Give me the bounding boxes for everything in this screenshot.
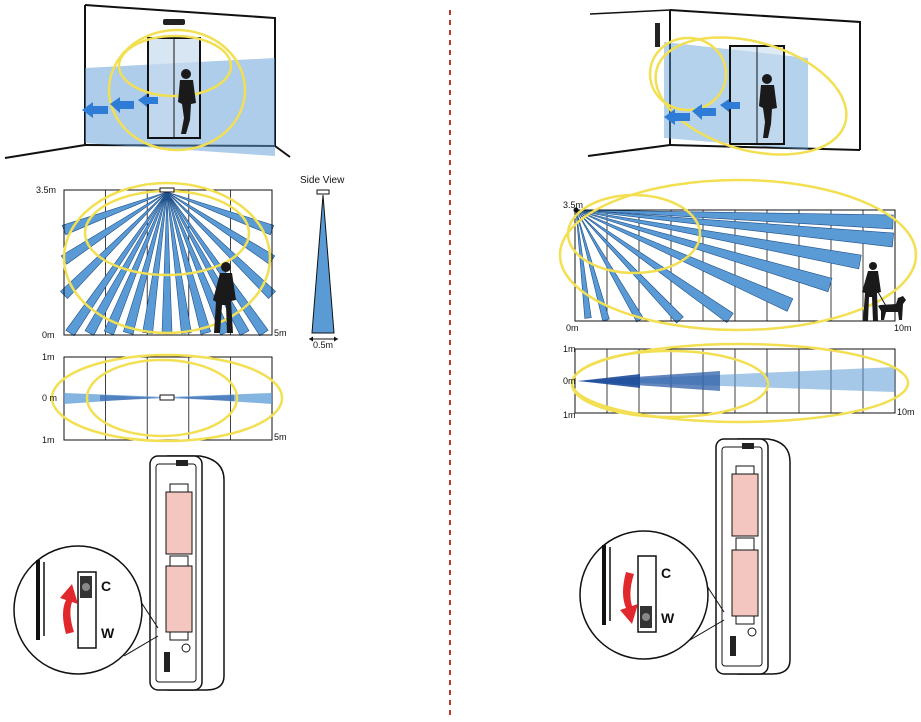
detection-beam [166,191,269,337]
right-top-label-mid: 0m [563,376,576,386]
detection-beam [575,209,734,324]
left-switch-letter-w: W [101,625,115,641]
left-detector-device-body [149,455,225,691]
detection-beam [575,209,862,270]
left-front-detector [159,187,175,193]
left-switch-letter-c: C [101,578,111,594]
left-side-view: Side View 0.5m [300,175,345,350]
right-top-beam-mid [578,371,720,391]
right-room-scene [587,9,861,157]
right-front-label-bottom: 0m [566,323,579,333]
right-switch-arrow-down [620,572,638,624]
right-front-label-right: 10m [894,323,912,333]
left-room-scene [4,4,291,159]
right-front-view: 3.5m 0m 10m [558,178,918,333]
detection-beam [575,209,644,323]
left-top-label-bottom: 1m [42,435,55,445]
left-front-label-top: 3.5m [36,185,56,195]
right-front-zone-inner [566,193,702,275]
left-front-label-right: 5m [274,328,287,338]
left-top-label-top: 1m [42,352,55,362]
detection-beam [65,191,168,337]
right-detector-device [655,23,660,47]
right-front-person [862,262,881,321]
side-view-beam [311,194,335,334]
left-front-label-bottom: 0m [42,330,55,340]
right-switch-letter-c: C [661,565,671,581]
detection-beam [575,209,894,230]
right-top-label-right: 10m [897,407,915,417]
left-front-person [213,262,236,333]
detection-beam [123,191,168,335]
right-top-beam-near [578,374,640,388]
right-top-label-bottom: 1m [563,410,576,420]
left-top-zone-outer [50,353,284,443]
side-view-width-label: 0.5m [313,340,333,350]
detection-beam [84,191,168,336]
left-top-label-mid: 0 m [42,393,57,403]
right-top-zone-inner [570,349,770,419]
right-front-zone-outer [558,178,918,332]
right-top-beam-wide [578,367,895,392]
detection-beam [575,209,894,248]
left-battery-lower [165,565,193,633]
detection-beam [575,209,684,324]
detection-beam [166,191,211,335]
left-detector-device [163,19,185,25]
right-top-label-top: 1m [563,344,576,354]
left-front-zone-outer [62,181,272,335]
right-room-person [759,74,777,138]
right-room-zone-outer [654,36,848,156]
left-front-view: 3.5m 0m 5m [36,181,287,340]
side-view-title: Side View [300,175,345,186]
right-front-dog [877,291,906,320]
right-front-label-top: 3.5m [563,200,583,210]
left-room-zone-inner [117,34,233,98]
right-switch-letter-w: W [661,610,675,626]
left-top-detector [159,394,175,401]
left-top-label-right: 5m [274,432,287,442]
left-switch-arrow-up [60,584,78,634]
right-switch-callout: C W [579,530,725,660]
right-battery-upper [731,473,759,537]
left-switch-callout: C W [13,545,159,675]
detection-beam [103,191,168,336]
left-room-zone-outer [107,28,247,152]
right-top-view: 1m 0m 1m 10m [563,342,915,424]
left-room-motion-arrows [82,94,158,118]
left-battery-upper [165,491,193,555]
left-top-zone-inner [85,358,239,438]
side-view-detector [316,189,330,195]
right-room-zone-inner [648,36,728,112]
right-battery-lower [731,549,759,617]
left-front-beams [60,191,276,337]
left-top-view: 1m 0 m 1m 5m [42,352,287,445]
left-room-person [178,69,196,134]
detection-beam [142,191,168,335]
detection-beam [166,191,192,335]
detection-beam [575,209,833,293]
right-detector-device-body [715,438,791,675]
detection-beam [575,209,592,319]
right-room-motion-arrows [664,99,740,125]
